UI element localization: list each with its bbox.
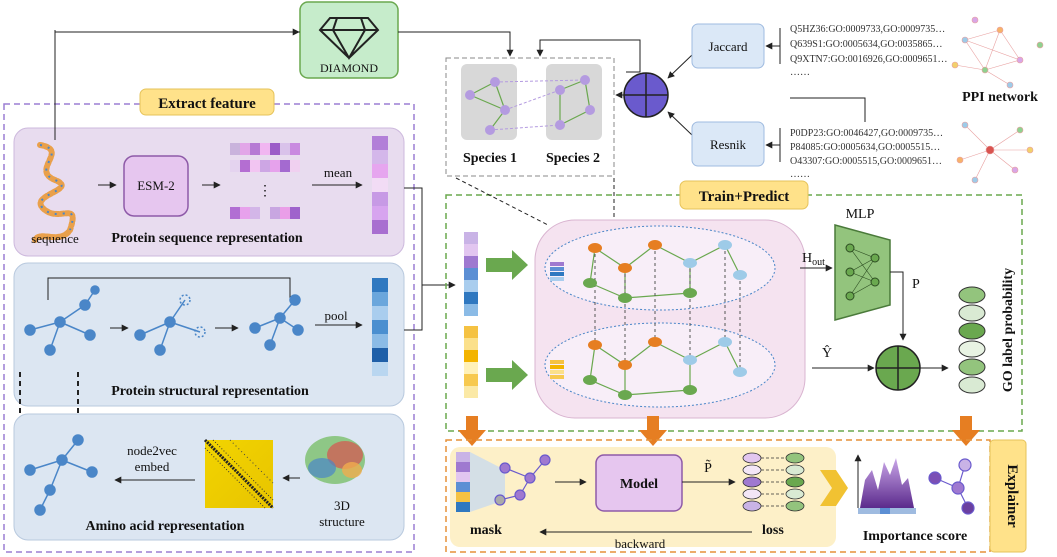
mlp-label: MLP <box>846 207 875 222</box>
species1-label: Species 1 <box>463 151 517 166</box>
explainer-label: Explainer <box>1004 464 1020 528</box>
go-probability-stack <box>958 286 986 394</box>
structure-graph-1 <box>24 285 100 356</box>
p-tilde-label: P̃ <box>704 459 712 476</box>
backward-label: backward <box>615 536 666 551</box>
sequence-panel: sequence ESM-2 ⋮ mean Protein se <box>13 30 405 257</box>
mlp-block <box>834 224 891 321</box>
extract-feature-section: Extract feature <box>3 88 415 553</box>
svg-text:P0DP23:GO:0046427,GO:0009735…: P0DP23:GO:0046427,GO:0009735… <box>790 128 943 139</box>
node2vec-label: node2vec <box>127 443 177 458</box>
species-panel: Species 1 Species 2 <box>445 57 615 177</box>
diamond-box: DIAMOND <box>299 1 399 79</box>
input-feature-vector-2 <box>464 326 478 398</box>
explainer-subgraph <box>494 454 551 506</box>
green-arrow-2 <box>486 360 528 390</box>
importance-label: Importance score <box>863 529 967 544</box>
structure-panel: pool Protein structural representation <box>13 262 405 407</box>
importance-histogram <box>854 454 916 514</box>
gnn-layers <box>534 219 806 419</box>
diamond-label: DIAMOND <box>320 61 378 75</box>
importance-graph <box>928 458 975 515</box>
svg-text:⋮: ⋮ <box>258 184 272 199</box>
svg-text:……: …… <box>790 67 810 78</box>
orange-arrow-3 <box>952 416 980 446</box>
diamond-icon <box>318 17 380 61</box>
esm2-model-box <box>123 155 189 217</box>
seq-repr-label: Protein sequence representation <box>111 231 303 246</box>
amino-acid-panel: node2vec embed 3D structure Amino acid r… <box>13 413 405 541</box>
aa-graph <box>24 434 98 516</box>
extract-feature-label: Extract feature <box>158 96 256 112</box>
sequence-vector <box>372 136 388 234</box>
input-feature-vector-1 <box>464 232 478 316</box>
structure-graph-3 <box>249 294 304 351</box>
svg-text:Q9XTN7:GO:0016926,GO:0009651…: Q9XTN7:GO:0016926,GO:0009651… <box>790 54 948 65</box>
svg-text:Q5HZ36:GO:0009733,GO:0009735…: Q5HZ36:GO:0009733,GO:0009735… <box>790 24 945 35</box>
protein-chain-icon <box>32 142 76 243</box>
ppi-network-icon-bottom <box>956 121 1034 184</box>
model-label: Model <box>620 477 658 492</box>
y-hat-label: Ŷ <box>822 344 832 361</box>
svg-text:O43307:GO:0005515,GO:0009651…: O43307:GO:0005515,GO:0009651… <box>790 156 942 167</box>
go-prob-label: GO label probability <box>1001 268 1016 392</box>
combine-operator-icon <box>623 72 669 118</box>
ppi-network-icon-top <box>951 16 1044 89</box>
structure-3d-line2: structure <box>319 514 365 529</box>
protein-3d-structure-icon <box>305 436 365 484</box>
go-annotations-bottom: P0DP23:GO:0046427,GO:0009735… P84085:GO:… <box>790 128 943 180</box>
jaccard-box: Jaccard <box>691 23 765 69</box>
aa-repr-label: Amino acid representation <box>86 519 245 534</box>
mask-label: mask <box>470 523 502 538</box>
resnik-box: Resnik <box>691 121 765 167</box>
explainer-model-box <box>595 454 683 512</box>
contact-map <box>203 438 275 510</box>
structure-3d-line1: 3D <box>334 498 350 513</box>
structure-vector <box>372 278 388 376</box>
mean-label: mean <box>324 165 353 180</box>
sum-operator-icon <box>875 345 921 391</box>
orange-arrow-1 <box>458 416 486 446</box>
p-label: P <box>912 277 920 292</box>
resnik-label: Resnik <box>710 137 747 152</box>
svg-text:Q639S1:GO:0005634,GO:0035865…: Q639S1:GO:0005634,GO:0035865… <box>790 39 943 50</box>
orange-arrow-2 <box>639 416 667 446</box>
train-predict-label: Train+Predict <box>699 189 789 205</box>
train-predict-section: Train+Predict <box>445 180 1023 432</box>
sequence-label: sequence <box>31 231 79 246</box>
struct-repr-label: Protein structural representation <box>111 384 309 399</box>
chevron-right-icon <box>820 470 848 506</box>
h-out-label: Hout <box>802 251 825 268</box>
go-annotations-top: Q5HZ36:GO:0009733,GO:0009735… Q639S1:GO:… <box>790 24 948 78</box>
svg-text:P84085:GO:0005634,GO:0005515…: P84085:GO:0005634,GO:0005515… <box>790 142 940 153</box>
token-embeddings: ⋮ <box>230 143 300 219</box>
pool-label: pool <box>324 308 348 323</box>
esm2-label: ESM-2 <box>137 178 175 193</box>
structure-graph-2 <box>134 294 206 356</box>
jaccard-label: Jaccard <box>709 39 748 54</box>
ppi-network-label: PPI network <box>962 90 1038 105</box>
prediction-vs-label-stack <box>742 452 805 512</box>
green-arrow-1 <box>486 250 528 280</box>
loss-label: loss <box>762 523 784 538</box>
species2-label: Species 2 <box>546 151 600 166</box>
svg-text:……: …… <box>790 169 810 180</box>
embed-label: embed <box>135 459 170 474</box>
